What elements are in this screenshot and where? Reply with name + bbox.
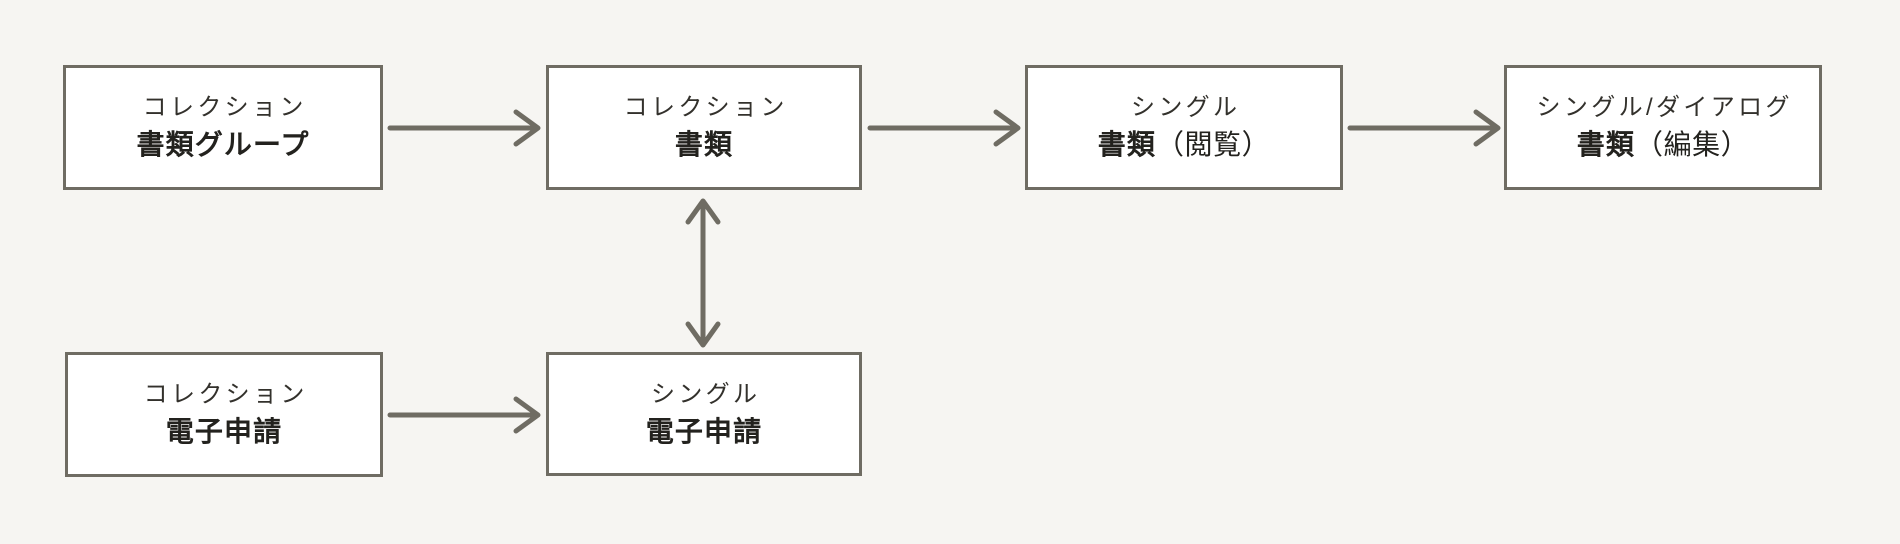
node-title-main: 書類 [1097,129,1156,160]
node-document-group: コレクション 書類グループ [63,65,383,190]
node-title-main: 電子申請 [165,416,283,447]
arrow-document-group-to-document [387,109,541,147]
node-type-label: コレクション [142,94,307,121]
node-document-collection: コレクション 書類 [546,65,862,190]
node-title: 書類 [675,131,733,159]
arrow-document-to-document-view [867,109,1021,147]
node-title: 書類グループ [136,131,309,159]
node-type-label: コレクション [143,381,308,408]
node-document-edit: シングル/ダイアログ 書類（編集） [1504,65,1822,190]
node-type-label: シングル [1130,94,1241,121]
node-e-application-collection: コレクション 電子申請 [65,352,383,477]
node-title: 書類（編集） [1577,131,1750,159]
node-document-view: シングル 書類（閲覧） [1025,65,1343,190]
node-title-main: 書類 [1576,129,1635,160]
node-title: 電子申請 [166,418,282,446]
node-title: 電子申請 [645,415,763,447]
node-title-suffix: （閲覧） [1156,129,1271,160]
node-title-main: 書類グループ [136,129,310,160]
node-title-main: 書類 [674,129,734,160]
node-type-label: コレクション [623,94,788,121]
arrow-e-application-collection-to-single [387,396,541,434]
node-title: 書類（閲覧） [1098,131,1271,159]
node-title-main: 電子申請 [645,415,763,447]
node-type-label: シングル/ダイアログ [1536,94,1793,121]
node-title-suffix: （編集） [1635,129,1750,160]
node-type-label: シングル [650,380,761,408]
arrow-document-view-to-document-edit [1347,109,1501,147]
arrow-document-to-e-application-both [685,198,721,348]
node-e-application-single: シングル 電子申請 [546,352,862,476]
